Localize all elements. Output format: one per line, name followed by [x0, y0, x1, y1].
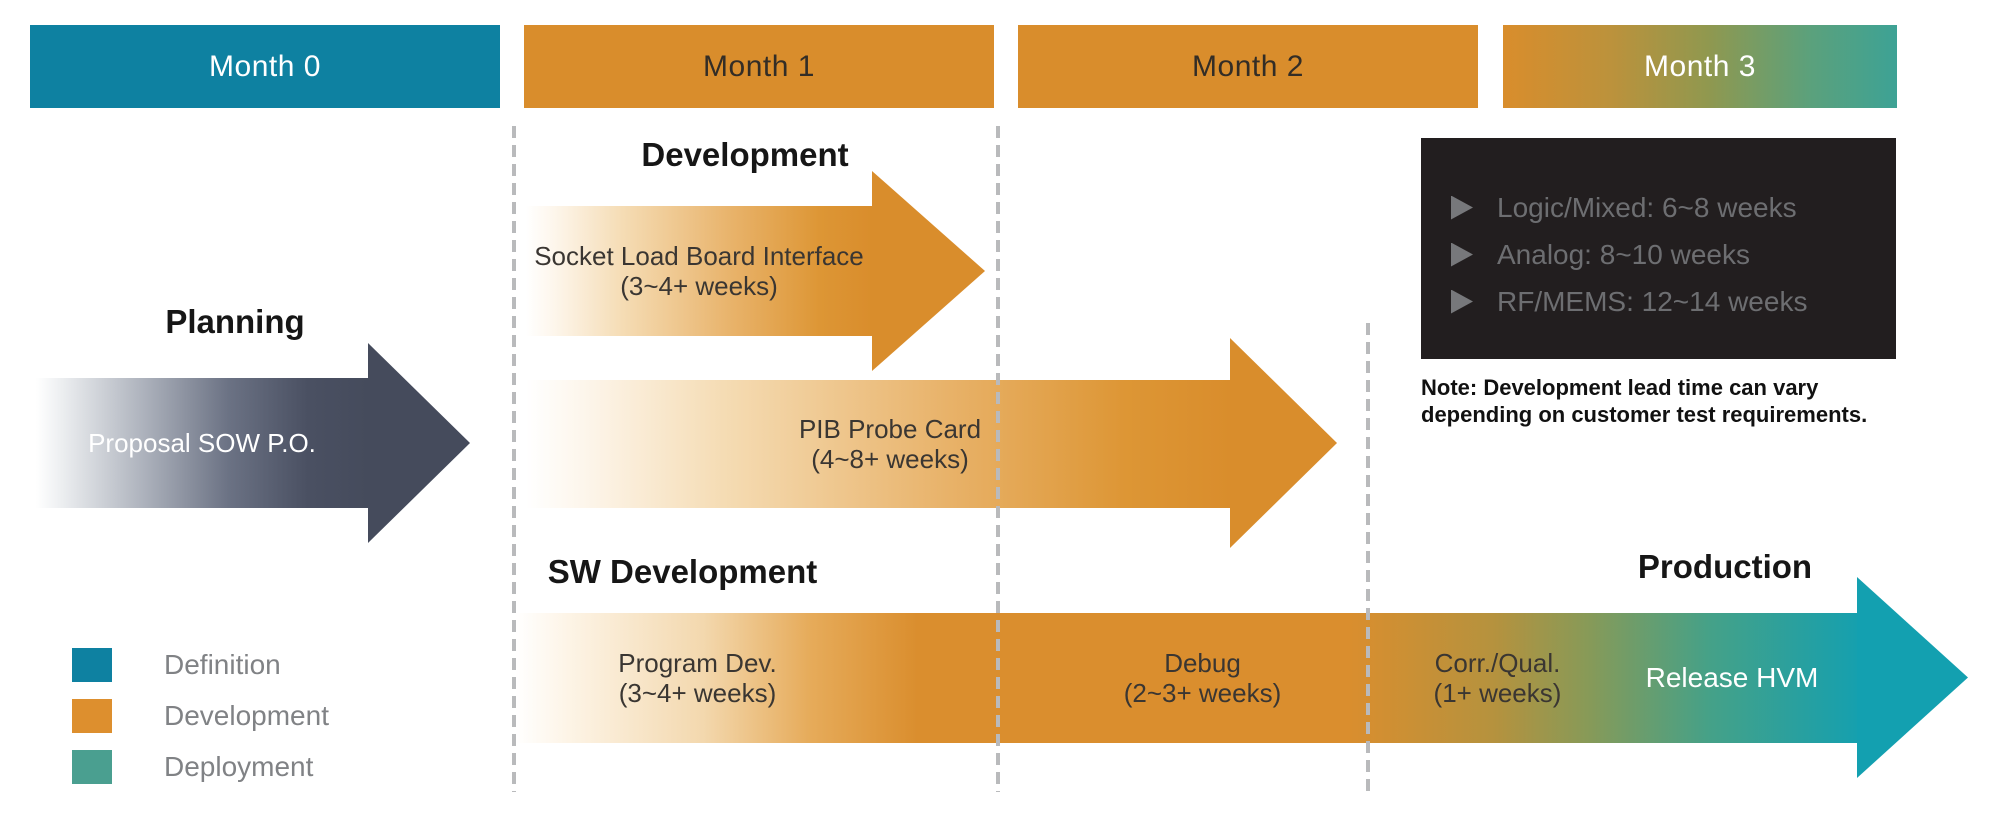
dashed-divider-1	[512, 126, 516, 792]
lead-time-label: Logic/Mixed: 6~8 weeks	[1497, 191, 1797, 223]
development-title: Development	[641, 136, 849, 173]
legend-item-definition: Definition	[72, 648, 281, 682]
pib-arrow-label-block: PIB Probe Card (4~8+ weeks)	[700, 380, 1080, 508]
legend-swatch-definition	[72, 648, 112, 682]
lead-time-item: Analog: 8~10 weeks	[1421, 231, 1896, 278]
note-line-2: depending on customer test requirements.	[1421, 402, 1868, 427]
planning-arrow-body: Proposal SOW P.O.	[36, 378, 368, 508]
socket-arrow-body: Socket Load Board Interface (3~4+ weeks)	[526, 206, 872, 336]
phase-program-dev: Program Dev. (3~4+ weeks)	[515, 613, 880, 743]
pib-arrow-body: PIB Probe Card (4~8+ weeks)	[526, 380, 1230, 508]
legend-item-deployment: Deployment	[72, 750, 313, 784]
lead-time-panel: Logic/Mixed: 6~8 weeks Analog: 8~10 week…	[1421, 138, 1896, 359]
phase-debug-label: Debug	[1164, 648, 1241, 678]
pib-arrow-duration: (4~8+ weeks)	[811, 444, 969, 474]
triangle-bullet-icon	[1451, 289, 1473, 314]
sw-arrowhead	[1857, 577, 1968, 778]
sw-development-title: SW Development	[547, 553, 818, 590]
phase-corr-qual: Corr./Qual. (1+ weeks)	[1390, 613, 1605, 743]
note-text: Note: Development lead time can vary dep…	[1421, 374, 1941, 428]
dashed-divider-2	[996, 126, 1000, 792]
month-header-3: Month 3	[1503, 25, 1897, 108]
legend-item-development: Development	[72, 699, 329, 733]
month-header-2: Month 2	[1018, 25, 1478, 108]
planning-title: Planning	[165, 303, 305, 340]
phase-corr-qual-duration: (1+ weeks)	[1433, 678, 1562, 708]
production-title: Production	[1637, 548, 1813, 585]
phase-debug: Debug (2~3+ weeks)	[1020, 613, 1385, 743]
planning-arrowhead	[368, 343, 470, 543]
socket-arrowhead	[872, 171, 985, 371]
phase-program-dev-label: Program Dev.	[618, 648, 777, 678]
socket-arrow-label: Socket Load Board Interface	[534, 241, 864, 271]
phase-release-hvm-label: Release HVM	[1645, 662, 1819, 693]
socket-arrow-duration: (3~4+ weeks)	[620, 271, 778, 301]
sw-arrow-body: Program Dev. (3~4+ weeks) Debug (2~3+ we…	[515, 613, 1857, 743]
dashed-divider-3	[1366, 323, 1370, 792]
lead-time-item: Logic/Mixed: 6~8 weeks	[1421, 184, 1896, 231]
lead-time-label: Analog: 8~10 weeks	[1497, 238, 1750, 270]
phase-corr-qual-label: Corr./Qual.	[1434, 648, 1561, 678]
pib-arrow-label: PIB Probe Card	[798, 414, 982, 444]
legend-swatch-deployment	[72, 750, 112, 784]
triangle-bullet-icon	[1451, 242, 1473, 267]
planning-arrow-label: Proposal SOW P.O.	[88, 428, 316, 458]
lead-time-item: RF/MEMS: 12~14 weeks	[1421, 278, 1896, 325]
legend-label-development: Development	[164, 700, 329, 731]
phase-program-dev-duration: (3~4+ weeks)	[618, 678, 777, 708]
triangle-bullet-icon	[1451, 195, 1473, 220]
legend-label-deployment: Deployment	[164, 751, 314, 782]
legend-swatch-development	[72, 699, 112, 733]
pib-arrowhead	[1230, 338, 1337, 548]
month-header-1: Month 1	[524, 25, 994, 108]
legend-label-definition: Definition	[164, 649, 281, 680]
phase-debug-duration: (2~3+ weeks)	[1123, 678, 1282, 708]
phase-release-hvm: Release HVM	[1642, 613, 1822, 743]
note-line-1: Note: Development lead time can vary	[1421, 375, 1819, 400]
lead-time-label: RF/MEMS: 12~14 weeks	[1497, 285, 1808, 317]
month-header-0: Month 0	[30, 25, 500, 108]
